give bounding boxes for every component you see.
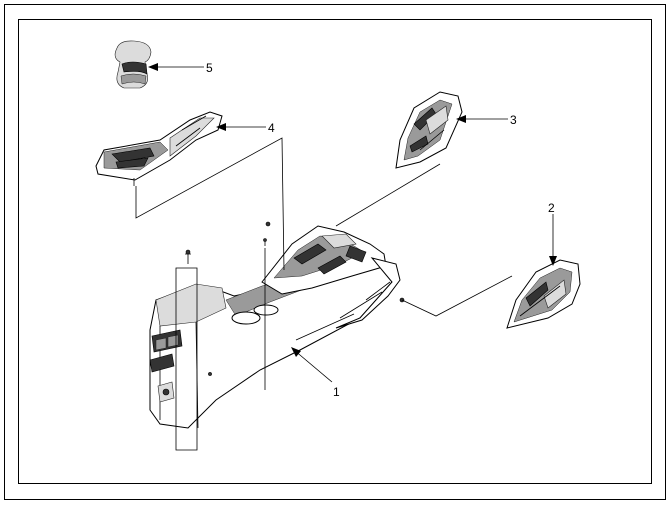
fasteners (185, 221, 405, 303)
leader-lines (148, 63, 557, 383)
part-5-shift-boot (114, 40, 152, 89)
callout-5: 5 (206, 61, 213, 75)
part-4-shift-cover (95, 111, 223, 186)
clip-top-icon (265, 221, 271, 227)
part-1-console-body (149, 225, 401, 429)
callout-2: 2 (548, 201, 555, 215)
screw-center-icon (263, 238, 267, 246)
assembly-lines (135, 137, 513, 451)
callout-1: 1 (333, 385, 340, 399)
callout-3: 3 (510, 113, 517, 127)
diagram-border (18, 19, 652, 484)
part-2-side-panel (506, 259, 581, 329)
callout-4: 4 (268, 121, 275, 135)
part-3-side-panel (395, 91, 463, 169)
outer-frame (4, 4, 666, 500)
screw-left-icon (185, 249, 191, 264)
